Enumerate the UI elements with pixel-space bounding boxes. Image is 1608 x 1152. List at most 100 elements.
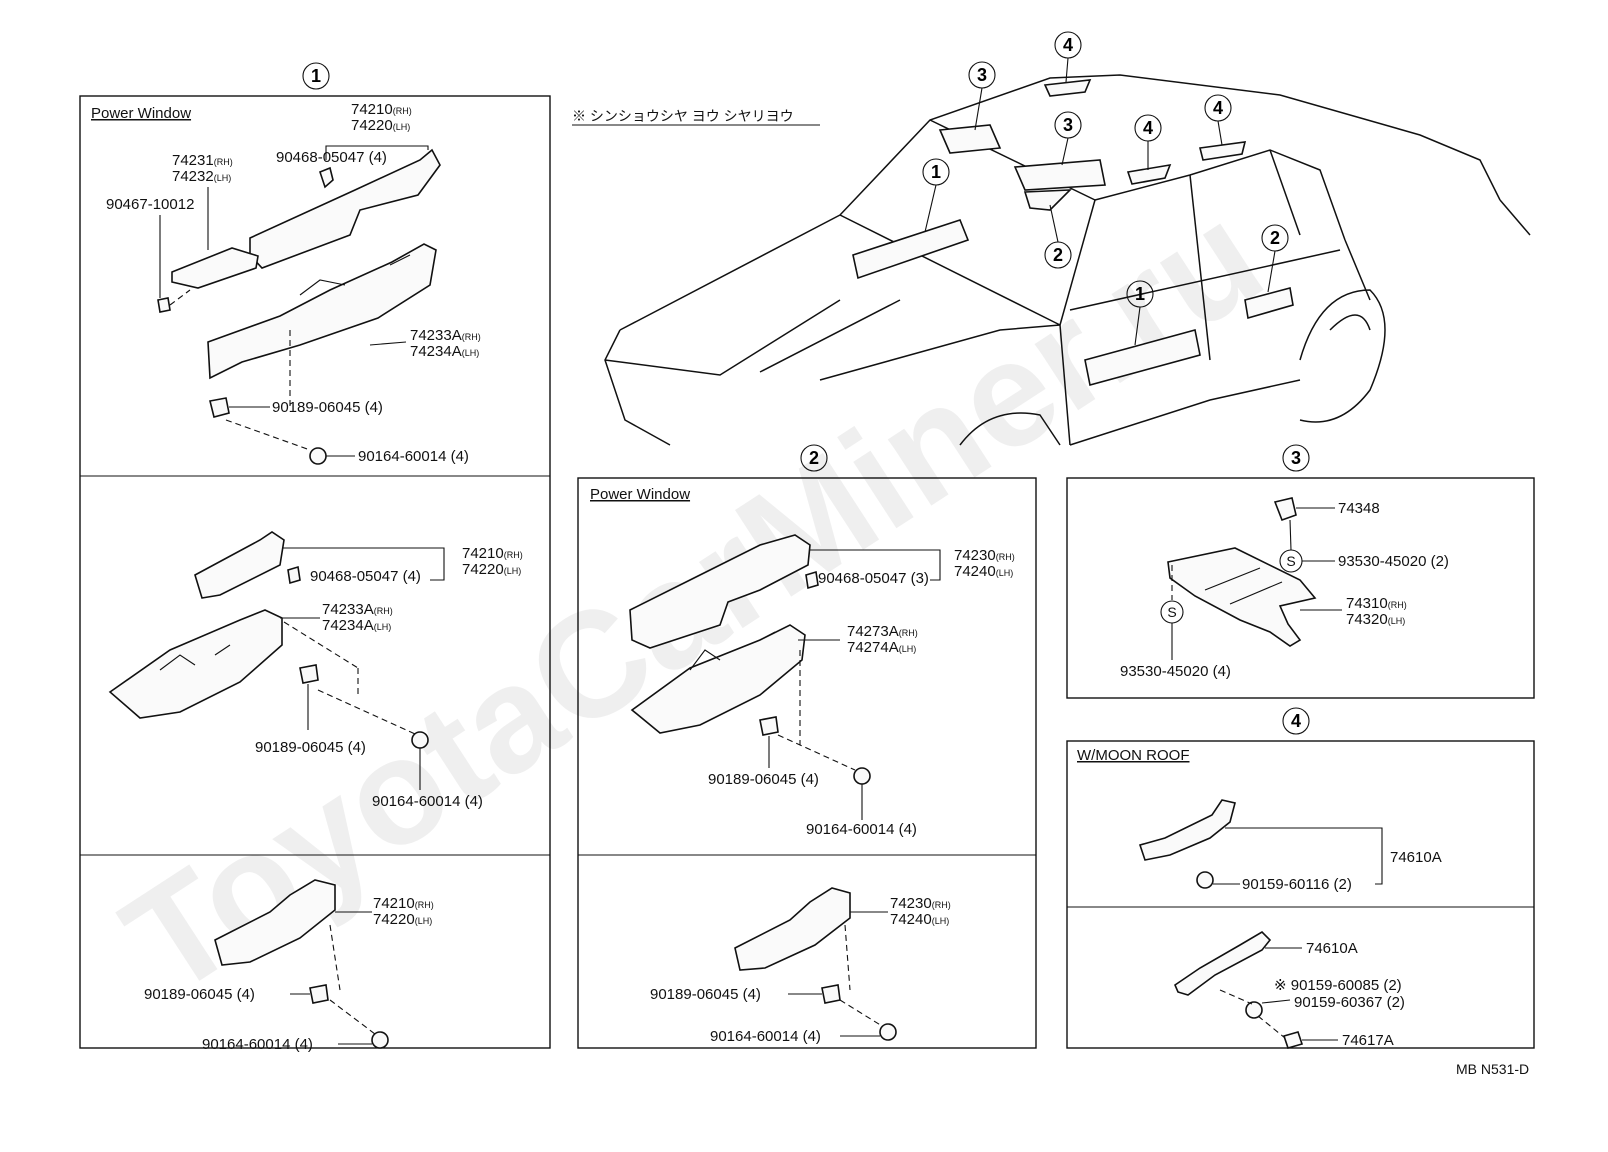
leader-car-2-upper	[1049, 204, 1059, 243]
leader-car-4-top	[1065, 57, 1069, 83]
dash-2a-b	[777, 734, 856, 771]
screw-90159-4a	[1196, 871, 1214, 889]
car-callout-1-front: 1	[922, 158, 950, 186]
leader-car-1-door	[1134, 306, 1141, 346]
label-74310: 74310(RH)	[1346, 595, 1407, 612]
armrest-base-2a	[630, 624, 806, 734]
label-74320: 74320(LH)	[1346, 611, 1405, 628]
svg-text:S: S	[1167, 604, 1176, 620]
callout-4-header: 4	[1282, 707, 1310, 735]
dash-1c-b	[329, 999, 376, 1035]
leader-car-3-mid	[1061, 137, 1069, 166]
screw-90164-1b	[411, 731, 429, 749]
sun-visor-74310	[1167, 547, 1317, 647]
clip-90468-1a	[319, 166, 334, 189]
leader-74210-1a	[325, 145, 429, 160]
leader-74610A-4a	[1225, 827, 1383, 885]
screw-90164-1c	[371, 1031, 389, 1049]
header-moon-roof: W/MOON ROOF	[1077, 747, 1190, 764]
label-90189-2a: 90189-06045 (4)	[708, 771, 819, 788]
label-74610A-4b: 74610A	[1306, 940, 1358, 957]
label-90164-2a: 90164-60014 (4)	[806, 821, 917, 838]
label-74210-1a: 74210(RH)	[351, 101, 412, 118]
svg-text:1: 1	[311, 66, 321, 86]
leader-74233A-1a	[369, 341, 407, 346]
label-90164-1c: 90164-60014 (4)	[202, 1036, 313, 1053]
label-90467-1a: 90467-10012	[106, 196, 194, 213]
dash-1b-c	[317, 689, 416, 735]
label-90468-1a: 90468-05047 (4)	[276, 149, 387, 166]
dash-1a-screw	[225, 419, 311, 451]
svg-text:3: 3	[1291, 448, 1301, 468]
screw-90164-2b	[879, 1023, 897, 1041]
leader-74230-2a	[810, 549, 941, 581]
label-74220-1a: 74220(LH)	[351, 117, 410, 134]
label-90468-1b: 90468-05047 (4)	[310, 568, 421, 585]
label-74234A-1b: 74234A(LH)	[322, 617, 391, 634]
header-power-window-1: Power Window	[91, 105, 191, 122]
label-93530b: 93530-45020 (4)	[1120, 663, 1231, 680]
switch-panel-1a	[171, 247, 259, 289]
header-power-window-2: Power Window	[590, 486, 690, 503]
screw-90164-2a	[853, 767, 871, 785]
clip-90189-1c	[309, 984, 329, 1004]
drawing-code: MB N531-D	[1456, 1061, 1529, 1077]
dash-4b-b	[1257, 1015, 1286, 1039]
armrest-upper-1a	[249, 148, 441, 269]
section-4-box	[1066, 740, 1535, 1049]
label-74230-2a: 74230(RH)	[954, 547, 1015, 564]
label-74610A-4a: 74610A	[1390, 849, 1442, 866]
dash-90467-1a	[169, 289, 191, 306]
bracket-74348	[1273, 497, 1297, 522]
label-74230-2b: 74230(RH)	[890, 895, 951, 912]
assist-grip-4a	[1138, 799, 1236, 861]
armrest-upper-1b	[194, 531, 285, 599]
clip-90467-1a	[157, 297, 171, 313]
s-mark-upper: S	[1279, 549, 1303, 573]
car-callout-4-mid: 4	[1134, 114, 1162, 142]
svg-text:1: 1	[931, 162, 941, 182]
svg-text:2: 2	[1270, 228, 1280, 248]
label-74233A-1a: 74233A(RH)	[410, 327, 481, 344]
label-90159-4a: 90159-60116 (2)	[1242, 876, 1352, 893]
car-illustration	[604, 74, 1531, 446]
dash-1c-a	[329, 924, 341, 991]
section-3-box	[1066, 477, 1535, 699]
svg-text:4: 4	[1213, 98, 1223, 118]
label-74240-2a: 74240(LH)	[954, 563, 1013, 580]
cover-74617A	[1282, 1031, 1304, 1049]
label-74234A-1a: 74234A(LH)	[410, 343, 479, 360]
leader-car-1-front	[924, 184, 937, 233]
armrest-base-1b	[108, 609, 283, 719]
label-90164-2b: 90164-60014 (4)	[710, 1028, 821, 1045]
label-74273A-2a: 74273A(RH)	[847, 623, 918, 640]
label-74233A-1b: 74233A(RH)	[322, 601, 393, 618]
callout-3-header: 3	[1282, 444, 1310, 472]
label-90189-2b: 90189-06045 (4)	[650, 986, 761, 1003]
dash-1b-a	[283, 621, 359, 669]
car-callout-3-left: 3	[968, 61, 996, 89]
clip-90189-1b	[299, 664, 319, 684]
section-2-box	[577, 477, 1037, 1049]
label-74220-1b: 74220(LH)	[462, 561, 521, 578]
leader-car-3-left	[974, 87, 983, 131]
label-90468-2a: 90468-05047 (3)	[818, 570, 929, 587]
leader-car-4-right	[1217, 120, 1223, 146]
s-mark-lower: S	[1160, 600, 1184, 624]
dash-2b-a	[844, 924, 851, 991]
label-74231-1a: 74231(RH)	[172, 152, 233, 169]
clip-90468-2a	[805, 570, 819, 590]
armrest-upper-2a	[629, 534, 811, 649]
svg-text:3: 3	[1063, 115, 1073, 135]
label-90164-1b: 90164-60014 (4)	[372, 793, 483, 810]
note-japanese: ※ シンショウシヤ ヨウ シヤリヨウ	[572, 108, 794, 124]
label-90189-1a: 90189-06045 (4)	[272, 399, 383, 416]
car-callout-4-right: 4	[1204, 94, 1232, 122]
leader-s3-up	[1289, 519, 1292, 551]
label-90159-60085: ※ 90159-60085 (2)	[1274, 977, 1402, 994]
label-74274A-2a: 74274A(LH)	[847, 639, 916, 656]
svg-text:2: 2	[809, 448, 819, 468]
dash-4b-a	[1219, 989, 1253, 1005]
leader-90159-4b	[1261, 999, 1291, 1004]
